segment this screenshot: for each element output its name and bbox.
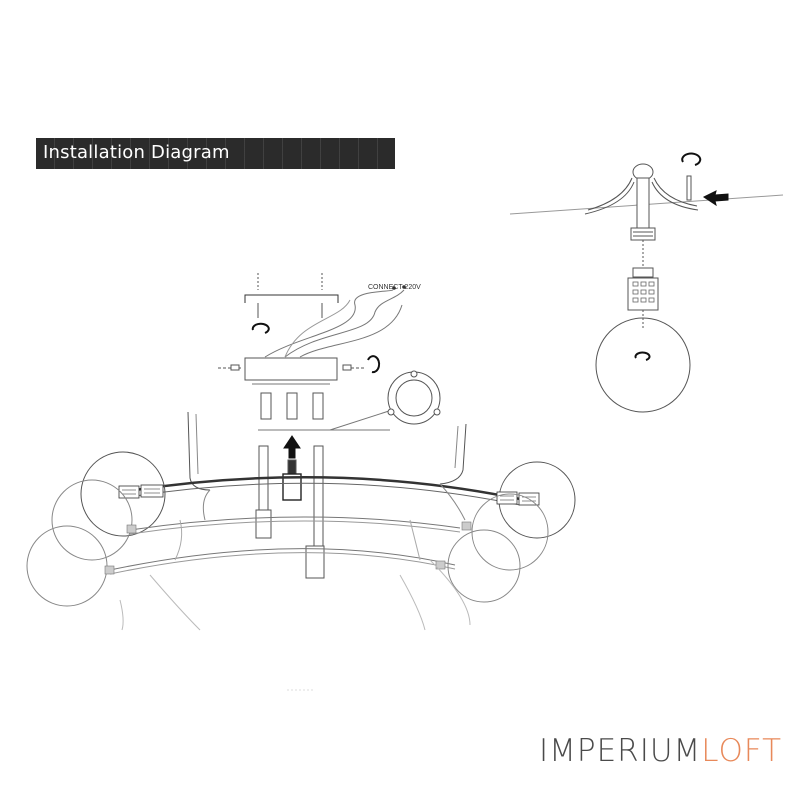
canopy-plate — [244, 357, 338, 381]
terminal-block — [140, 484, 164, 498]
connector — [287, 459, 297, 475]
supply-wire — [299, 304, 403, 358]
title-bar: Installation Diagram — [36, 138, 395, 169]
brand-logo-part2: LOFT — [701, 733, 783, 769]
ring-flange-inner — [395, 379, 433, 417]
terminal-block — [118, 485, 140, 499]
supply-wire — [284, 289, 405, 358]
coupler — [312, 392, 324, 420]
globe-right-lower — [447, 529, 521, 603]
support-left — [187, 411, 211, 491]
globe-left-lower — [26, 525, 108, 607]
title-bar-pattern — [36, 138, 395, 169]
supply-wire — [284, 299, 351, 358]
rotate-icon — [367, 355, 381, 374]
coupler — [286, 392, 298, 420]
arrow-icon — [283, 435, 301, 459]
threaded-nut — [630, 227, 656, 241]
connector-sleeve — [282, 473, 302, 501]
screw — [342, 364, 352, 371]
brand-logo-part1: IMPERIUM — [539, 733, 702, 769]
globe-left-back — [51, 479, 133, 561]
canopy-arm-left-inner — [587, 177, 633, 211]
connect-label: CONNECT 220V — [368, 284, 421, 291]
rod — [313, 445, 324, 547]
mounting-bracket — [244, 294, 339, 303]
rotate-icon — [251, 322, 270, 334]
globe-right-back — [471, 493, 549, 571]
lamp-holder — [305, 545, 325, 579]
supply-wire — [264, 289, 394, 358]
rotate-icon — [634, 351, 651, 361]
canopy-arm-right — [651, 181, 699, 211]
screw — [230, 364, 240, 371]
globe-shade — [595, 317, 691, 413]
chandelier-arms — [26, 411, 576, 691]
arm-mid — [129, 516, 461, 531]
socket-cap — [632, 267, 654, 278]
stem — [636, 177, 650, 229]
support-right — [439, 423, 467, 485]
brand-logo: IMPERIUMLOFT — [539, 733, 782, 769]
coupler — [260, 392, 272, 420]
arrow-icon — [703, 190, 729, 207]
main-arm — [127, 476, 521, 501]
pendant-detail — [509, 152, 784, 413]
globe-left — [80, 451, 166, 537]
canopy-arm-right-inner — [653, 177, 698, 207]
arm-lower — [109, 548, 456, 571]
diagram-title: Installation Diagram — [43, 142, 230, 163]
canopy-arm-left — [584, 181, 635, 215]
screw — [686, 175, 692, 201]
lamp-holder — [255, 509, 272, 539]
rotate-icon — [681, 152, 702, 166]
mount-assembly: CONNECT 220V — [218, 273, 441, 579]
